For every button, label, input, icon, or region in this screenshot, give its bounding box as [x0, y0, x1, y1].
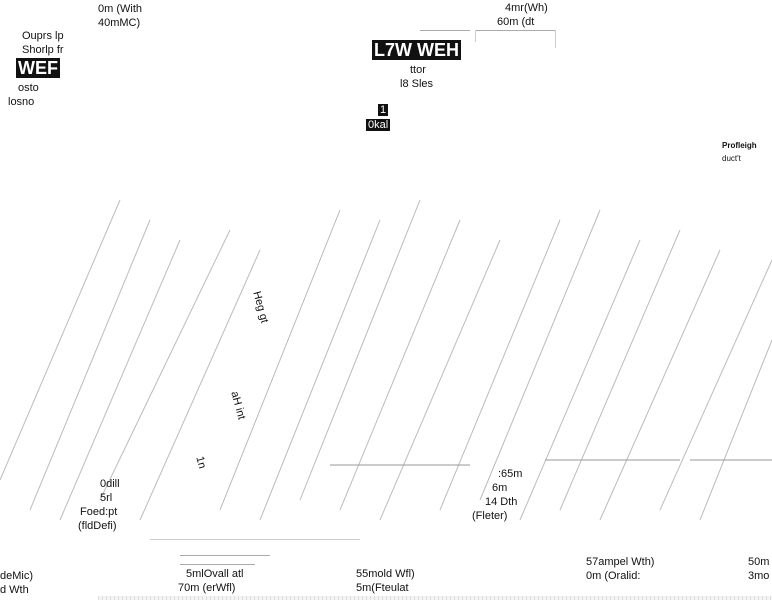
- text-fragment: 0kal: [366, 119, 391, 131]
- text-fragment: 50m: [748, 556, 770, 568]
- text-fragment: 0dill: [100, 478, 120, 490]
- text-fragment: 5m(Fteulat: [356, 582, 409, 594]
- bottom-strip: [98, 596, 772, 600]
- background-sketch-lines: [0, 199, 772, 540]
- text-fragment: deMic): [0, 570, 34, 582]
- text-fragment: 5rl: [100, 492, 113, 504]
- text-fragment: osto: [18, 82, 39, 94]
- divider: [555, 30, 556, 48]
- divider: [180, 564, 255, 565]
- text-fragment: (Fleter): [472, 510, 508, 522]
- text-fragment: 40mMC): [98, 17, 141, 29]
- text-fragment: 3mo: [748, 570, 770, 582]
- text-fragment: 14 Dth: [485, 496, 518, 508]
- divider: [420, 30, 470, 31]
- text-fragment: 0m (With: [98, 3, 142, 15]
- text-fragment: 0m (Oralid:: [586, 570, 641, 582]
- text-fragment: duct't: [722, 154, 741, 163]
- text-fragment: :65m: [498, 468, 523, 480]
- text-fragment: Profleigh: [722, 141, 757, 150]
- text-fragment: ttor: [410, 64, 426, 76]
- text-fragment: losno: [8, 96, 35, 108]
- text-fragment: 1: [378, 104, 389, 116]
- text-fragment: 5mlOvall atl: [186, 568, 244, 580]
- text-fragment: 6m: [492, 482, 508, 494]
- text-fragment: Foed:pt: [80, 506, 118, 518]
- text-fragment: 70m (erWfl): [178, 582, 236, 594]
- text-fragment: WEF: [16, 58, 60, 78]
- text-fragment: l8 Sles: [400, 78, 434, 90]
- text-fragment: 4mr(Wh): [505, 2, 548, 14]
- text-fragment: L7W WEH: [372, 40, 461, 60]
- text-fragment: (fldDefi): [78, 520, 117, 532]
- text-fragment: 60m (dt: [497, 16, 535, 28]
- divider: [180, 555, 270, 556]
- text-fragment: Shorlp fr: [22, 44, 64, 56]
- divider: [475, 30, 476, 42]
- text-fragment: 55mold Wfl): [356, 568, 415, 580]
- divider: [475, 30, 555, 31]
- text-fragment: Ouprs lp: [22, 30, 64, 42]
- text-fragment: d Wth: [0, 584, 29, 596]
- text-fragment: 57ampel Wth): [586, 556, 655, 568]
